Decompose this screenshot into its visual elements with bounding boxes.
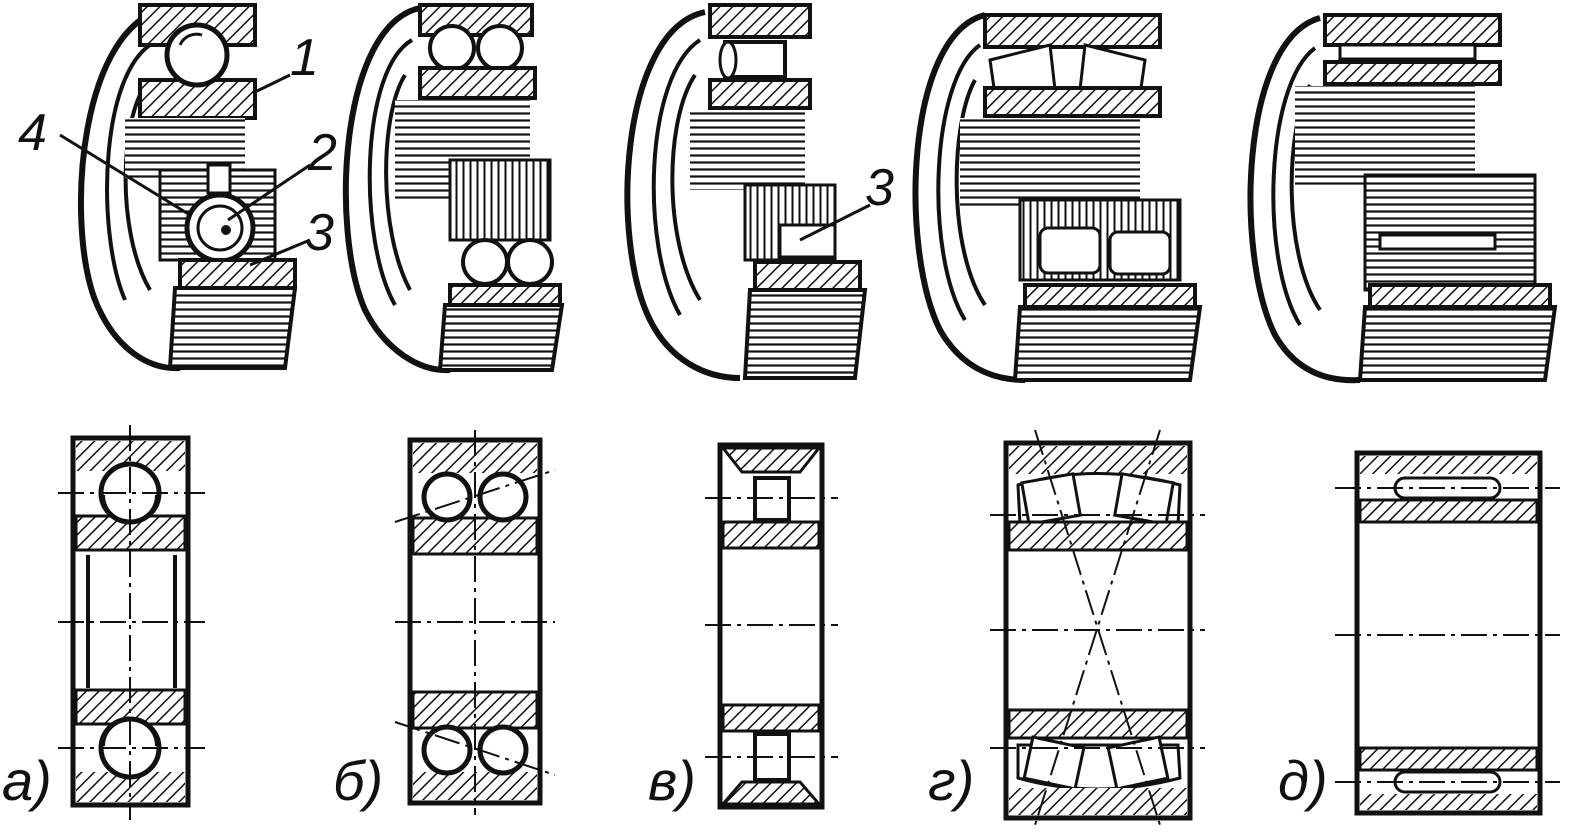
section-v bbox=[705, 442, 838, 810]
callout-3-roller: 3 bbox=[865, 159, 894, 217]
section-a bbox=[58, 425, 205, 820]
iso-view-v bbox=[624, 3, 868, 381]
section-b bbox=[394, 430, 556, 815]
callout-2: 2 bbox=[307, 124, 337, 182]
iso-view-b bbox=[342, 3, 565, 374]
caption-d: д) bbox=[1278, 749, 1328, 812]
callout-4: 4 bbox=[18, 104, 47, 162]
caption-b: б) bbox=[333, 749, 383, 812]
iso-view-d bbox=[1247, 13, 1558, 384]
caption-g: г) bbox=[928, 749, 974, 812]
callout-1: 1 bbox=[290, 29, 319, 87]
section-d bbox=[1335, 450, 1560, 816]
iso-view-g bbox=[912, 12, 1203, 383]
callout-3: 3 bbox=[305, 204, 334, 262]
callout-leaders bbox=[59, 73, 871, 267]
section-g bbox=[990, 429, 1205, 826]
iso-view-a bbox=[77, 3, 298, 372]
caption-v: в) bbox=[648, 749, 696, 812]
caption-a: а) bbox=[2, 749, 52, 812]
